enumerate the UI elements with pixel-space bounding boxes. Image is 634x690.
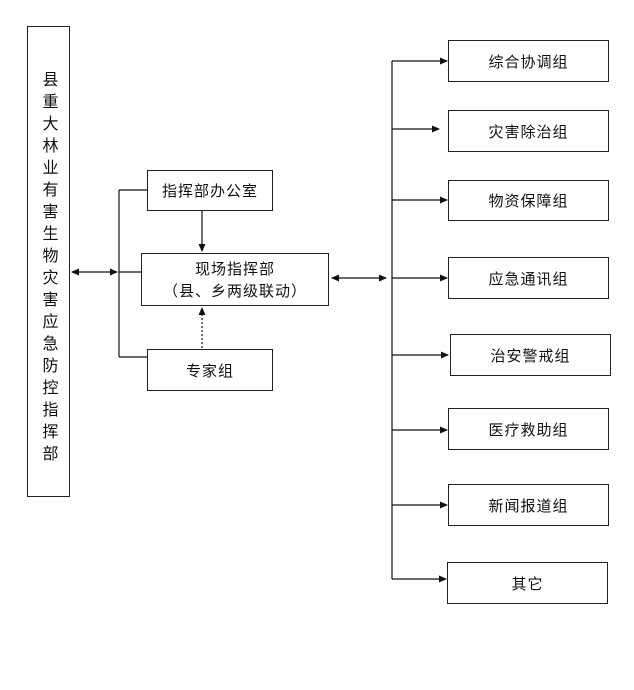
- group-box-disaster-control: 灾害除治组: [448, 110, 609, 152]
- group-label: 综合协调组: [488, 52, 569, 71]
- group-label: 物资保障组: [488, 192, 569, 210]
- group-label: 新闻报道组: [488, 496, 569, 515]
- group-box-medical: 医疗救助组: [448, 408, 609, 450]
- group-box-supplies: 物资保障组: [448, 180, 609, 221]
- group-label: 其它: [511, 574, 544, 593]
- field-command-subtitle: （县、乡两级联动）: [162, 281, 307, 300]
- field-command-title: 现场指挥部: [194, 259, 275, 278]
- group-box-communication: 应急通讯组: [448, 257, 609, 299]
- field-command-box: 现场指挥部 （县、乡两级联动）: [141, 253, 329, 306]
- group-box-other: 其它: [447, 562, 608, 604]
- group-box-security: 治安警戒组: [450, 334, 611, 376]
- office-label: 指挥部办公室: [161, 182, 258, 200]
- group-box-coordination: 综合协调组: [448, 40, 609, 82]
- group-box-news: 新闻报道组: [448, 484, 609, 526]
- group-label: 灾害除治组: [488, 122, 569, 141]
- headquarters-label: 县重大林业有害生物灾害应急防控指挥部: [39, 71, 59, 467]
- expert-group-label: 专家组: [185, 361, 234, 380]
- expert-group-box: 专家组: [147, 349, 273, 391]
- headquarters-box: 县重大林业有害生物灾害应急防控指挥部: [27, 26, 70, 497]
- group-label: 应急通讯组: [488, 269, 569, 288]
- office-box: 指挥部办公室: [147, 170, 273, 211]
- group-label: 治安警戒组: [490, 346, 571, 365]
- group-label: 医疗救助组: [488, 420, 569, 439]
